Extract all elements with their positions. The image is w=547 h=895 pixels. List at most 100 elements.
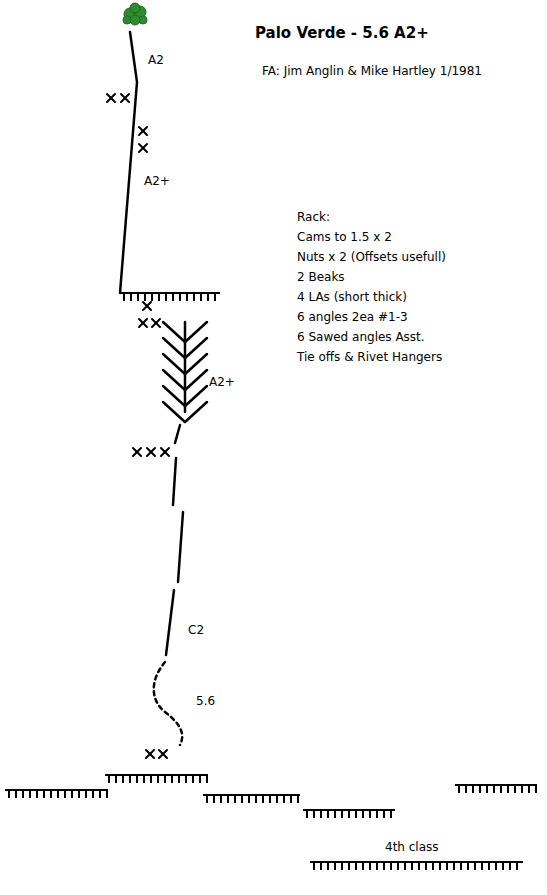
route-line (120, 32, 185, 745)
rack-item: Tie offs & Rivet Hangers (297, 350, 442, 364)
rack-item: 4 LAs (short thick) (297, 290, 407, 304)
stroke (178, 775, 180, 783)
stroke (130, 293, 132, 301)
ledges (5, 293, 537, 870)
stroke (29, 790, 31, 798)
stroke (137, 293, 139, 301)
stroke (163, 370, 185, 390)
stroke (179, 293, 181, 301)
stroke (15, 790, 17, 798)
stroke (147, 448, 155, 456)
stroke (241, 795, 243, 803)
stroke (493, 785, 495, 793)
stroke (383, 810, 385, 818)
stroke (165, 293, 167, 301)
stroke (129, 775, 131, 783)
stroke (43, 790, 45, 798)
stroke (297, 795, 299, 803)
stroke (163, 386, 185, 406)
stroke (383, 862, 385, 870)
stroke (355, 810, 357, 818)
stroke (92, 790, 94, 798)
stroke (458, 785, 460, 793)
stroke (171, 775, 173, 783)
stroke (390, 862, 392, 870)
stroke (186, 293, 188, 301)
stroke (207, 293, 209, 301)
stroke (133, 448, 141, 456)
stroke (369, 862, 371, 870)
stroke (136, 775, 138, 783)
stroke (262, 795, 264, 803)
stroke (411, 862, 413, 870)
stroke (147, 448, 155, 456)
stroke (108, 775, 110, 783)
stroke (206, 795, 208, 803)
stroke (327, 862, 329, 870)
stroke (163, 402, 185, 422)
stroke (248, 795, 250, 803)
stroke (535, 785, 537, 793)
stroke (121, 94, 129, 102)
stroke (362, 862, 364, 870)
stroke (467, 862, 469, 870)
pitch-grade: A2+ (143, 174, 171, 188)
stroke (199, 775, 201, 783)
stroke (22, 790, 24, 798)
terrain-label: 4th class (384, 840, 440, 854)
pitch-grade: A2 (147, 53, 165, 67)
stroke (144, 293, 146, 301)
stroke (509, 862, 511, 870)
stroke (500, 785, 502, 793)
stroke (185, 370, 207, 390)
stroke (151, 293, 153, 301)
rack-item: 6 angles 2ea #1-3 (297, 310, 408, 324)
stroke (172, 293, 174, 301)
stroke (107, 94, 115, 102)
stroke (163, 338, 185, 358)
stroke (439, 862, 441, 870)
stroke (418, 862, 420, 870)
stroke (486, 785, 488, 793)
stroke (334, 810, 336, 818)
stroke (158, 293, 160, 301)
pitch-grade: A2+ (208, 375, 236, 389)
rack-heading: Rack: (297, 210, 330, 224)
stroke (185, 354, 207, 374)
stroke (139, 127, 147, 135)
stroke (481, 862, 483, 870)
stroke (36, 790, 38, 798)
pitch-grade: C2 (187, 623, 205, 637)
stroke (185, 386, 207, 406)
tree (123, 3, 147, 25)
stroke (341, 810, 343, 818)
stroke (404, 862, 406, 870)
stroke (465, 785, 467, 793)
stroke (64, 790, 66, 798)
stroke (50, 790, 52, 798)
stroke (313, 862, 315, 870)
stroke (157, 775, 159, 783)
stroke (150, 775, 152, 783)
bolts (107, 94, 169, 758)
stroke (376, 810, 378, 818)
stroke (455, 784, 537, 786)
stroke (146, 750, 154, 758)
flake-chevrons (163, 322, 207, 422)
stroke (362, 810, 364, 818)
stroke (159, 750, 167, 758)
topo-title: Palo Verde - 5.6 A2+ (255, 24, 429, 42)
stroke (320, 810, 322, 818)
rack-item: 6 Sawed angles Asst. (297, 330, 425, 344)
stroke (71, 790, 73, 798)
stroke (143, 302, 151, 310)
stroke (488, 862, 490, 870)
stroke (203, 794, 300, 796)
stroke (327, 810, 329, 818)
stroke (446, 862, 448, 870)
first-ascent: FA: Jim Anglin & Mike Hartley 1/1981 (262, 64, 482, 78)
stroke (193, 293, 195, 301)
stroke (139, 319, 147, 327)
stroke (214, 293, 216, 301)
pitch-grade: 5.6 (195, 694, 216, 708)
